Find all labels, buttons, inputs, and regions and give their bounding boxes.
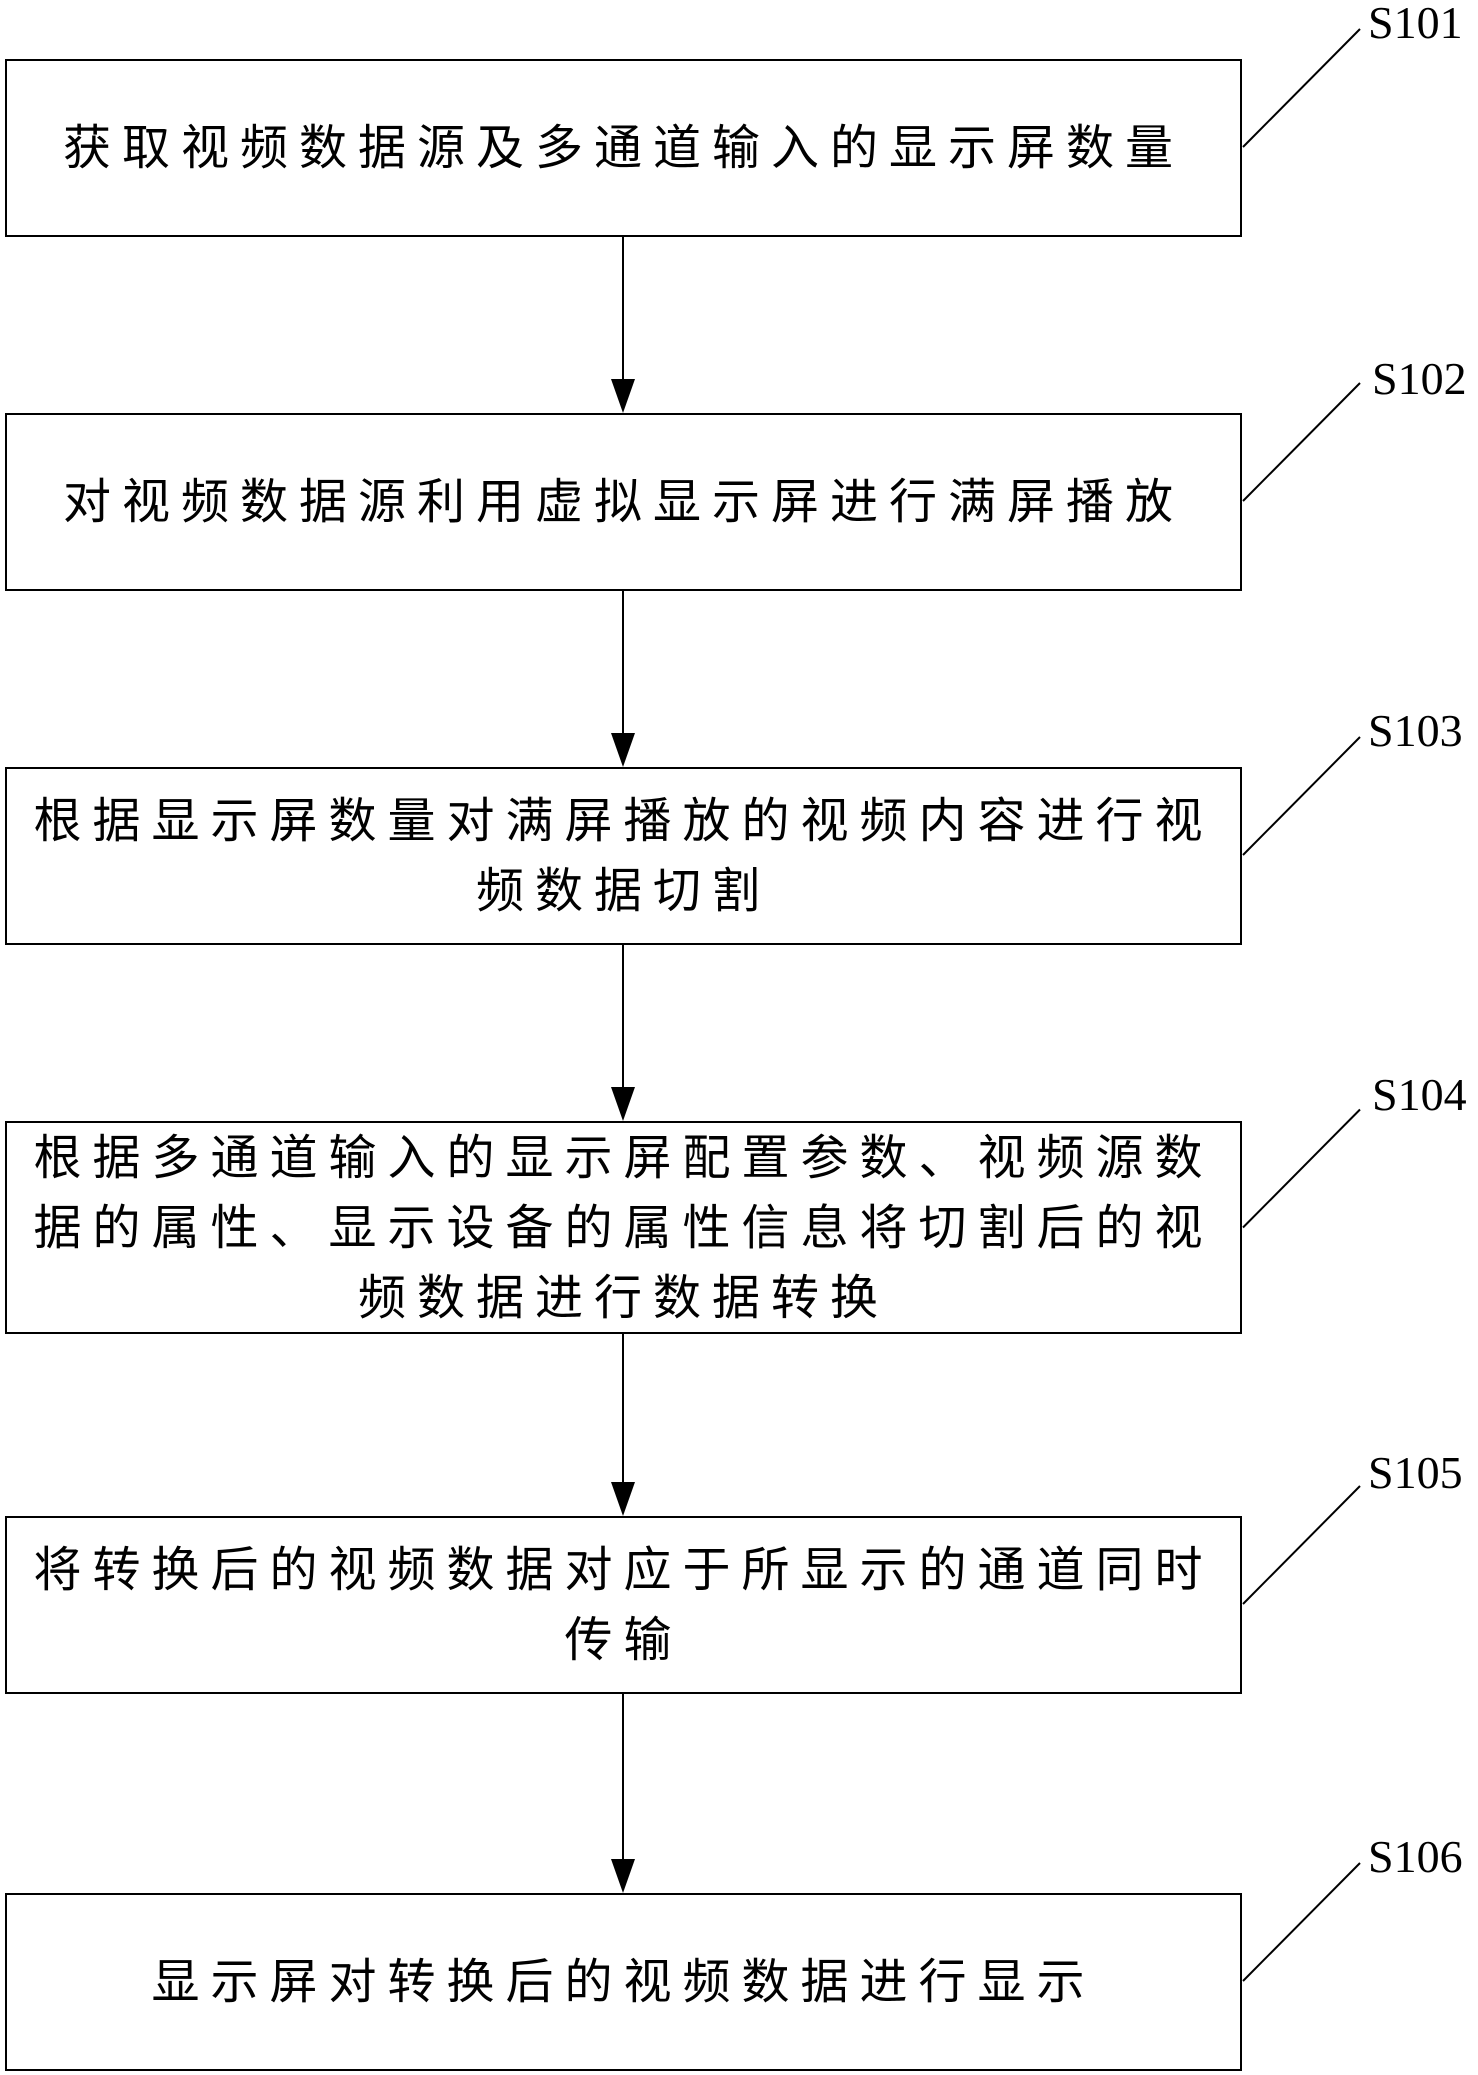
step-text-line: 根据显示屏数量对满屏播放的视频内容进行视: [33, 793, 1214, 849]
step-text-s106: 显示屏对转换后的视频数据进行显示: [121, 1947, 1125, 2017]
arrowhead-icon: [611, 733, 635, 767]
arrowhead-icon: [611, 1482, 635, 1516]
step-box-s101: 获取视频数据源及多通道输入的显示屏数量: [5, 59, 1242, 237]
step-label-s106: S106: [1368, 1831, 1463, 1882]
leader-line-s102: [1242, 382, 1361, 502]
step-text-line: 对视频数据源利用虚拟显示屏进行满屏播放: [62, 474, 1184, 530]
leader-line-s101: [1242, 28, 1361, 148]
leader-line-s106: [1242, 1862, 1361, 1982]
step-text-s102: 对视频数据源利用虚拟显示屏进行满屏播放: [33, 467, 1214, 537]
arrowhead-icon: [611, 1087, 635, 1121]
step-label-s104: S104: [1372, 1069, 1467, 1120]
step-text-line: 根据多通道输入的显示屏配置参数、视频源数: [33, 1129, 1214, 1186]
step-box-s102: 对视频数据源利用虚拟显示屏进行满屏播放: [5, 413, 1242, 591]
step-text-s105: 将转换后的视频数据对应于所显示的通道同时 传输: [4, 1535, 1244, 1675]
leader-line-s103: [1242, 736, 1361, 856]
step-text-line: 将转换后的视频数据对应于所显示的通道同时: [33, 1542, 1214, 1598]
step-label-s105: S105: [1368, 1447, 1463, 1498]
step-text-s104: 根据多通道输入的显示屏配置参数、视频源数 据的属性、显示设备的属性信息将切割后的…: [4, 1123, 1244, 1333]
step-text-line: 频数据切割: [476, 863, 772, 919]
step-box-s106: 显示屏对转换后的视频数据进行显示: [5, 1893, 1242, 2071]
step-text-line: 传输: [564, 1612, 683, 1668]
arrowhead-icon: [611, 1859, 635, 1893]
step-label-s101: S101: [1368, 0, 1463, 48]
step-label-s102: S102: [1372, 353, 1467, 404]
step-box-s103: 根据显示屏数量对满屏播放的视频内容进行视 频数据切割: [5, 767, 1242, 945]
step-text-line: 显示屏对转换后的视频数据进行显示: [151, 1954, 1096, 2010]
step-box-s104: 根据多通道输入的显示屏配置参数、视频源数 据的属性、显示设备的属性信息将切割后的…: [5, 1121, 1242, 1334]
step-text-line: 获取视频数据源及多通道输入的显示屏数量: [62, 120, 1184, 176]
step-box-s105: 将转换后的视频数据对应于所显示的通道同时 传输: [5, 1516, 1242, 1694]
leader-line-s104: [1242, 1108, 1361, 1229]
step-text-s103: 根据显示屏数量对满屏播放的视频内容进行视 频数据切割: [4, 786, 1244, 926]
leader-line-s105: [1242, 1485, 1361, 1605]
step-text-line: 频数据进行数据转换: [358, 1269, 890, 1326]
step-text-s101: 获取视频数据源及多通道输入的显示屏数量: [33, 113, 1214, 183]
step-label-s103: S103: [1368, 705, 1463, 756]
arrowhead-icon: [611, 379, 635, 413]
step-text-line: 据的属性、显示设备的属性信息将切割后的视: [33, 1199, 1214, 1256]
